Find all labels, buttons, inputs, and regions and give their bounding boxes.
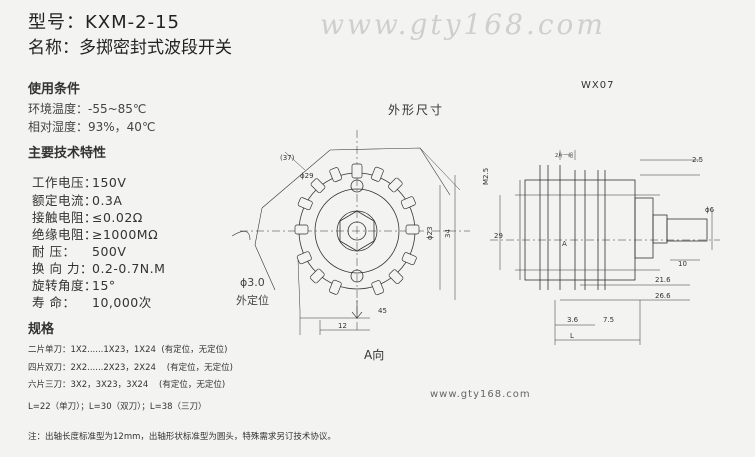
model-code: WX07 <box>581 80 615 91</box>
tech-title: 主要技术特性 <box>28 146 107 161</box>
front-dim-34: 34 <box>444 229 452 238</box>
side-view: 2.5 M2.5 29 A ϕ6 10 21.6 26.6 3.6 7.5 L … <box>482 150 720 345</box>
spec-voltage: 工作电压：150V <box>32 175 127 190</box>
locator-dia: ϕ3.0 <box>240 276 265 289</box>
spec-row-1: 二片单刀：1X2......1X23，1X24 (有定位，无定位) <box>28 345 228 355</box>
side-dim-26-6: 26.6 <box>655 292 671 300</box>
spec-length: L=22（单刀）；L=30（双刀）；L=38（三刀） <box>28 402 207 412</box>
side-dim-7-5: 7.5 <box>603 316 614 324</box>
side-dim-l: L <box>570 332 574 340</box>
spec-contact-resistance: 接触电阻：≤0.02Ω <box>32 210 143 225</box>
conditions-title: 使用条件 <box>28 82 81 97</box>
front-dim-phi23: ϕ23 <box>426 226 434 240</box>
side-dim-21-6: 21.6 <box>655 276 671 284</box>
locator-label: 外定位 <box>236 294 269 307</box>
spec-row-3: 六片三刀：3X2，3X23，3X24 (有定位，无定位) <box>28 380 226 390</box>
spec-withstand: 耐 压：500V <box>32 244 127 259</box>
spec-insulation: 绝缘电阻：≥1000MΩ <box>32 227 159 242</box>
product-name: 名称：多掷密封式波段开关 <box>28 38 232 58</box>
side-dim-2-5: 2.5 <box>692 156 703 164</box>
footer-note: 注：出轴长度标准型为12mm，出轴形状标准型为圆头，特殊需求另订技术协议。 <box>28 432 336 442</box>
front-dim-37: (37) <box>280 154 295 162</box>
side-dim-29: 29 <box>494 232 503 240</box>
contact-lugs <box>294 163 420 296</box>
watermark-bottom: www.gty168.com <box>430 389 531 400</box>
front-view: (37) ϕ29 ϕ23 34 45 12 <box>231 130 470 335</box>
spec-life: 寿 命：10,000次 <box>32 295 152 310</box>
drawing-title: 外形尺寸 <box>388 103 445 117</box>
side-dim-3-6: 3.6 <box>567 316 579 324</box>
front-dim-phi29: ϕ29 <box>300 172 314 180</box>
side-dim-phi6: ϕ6 <box>705 206 715 214</box>
side-dim-group: 2片一组 <box>555 152 573 159</box>
spec-angle: 旋转角度：15° <box>32 278 116 293</box>
spec-row-2: 四片双刀：2X2......2X23，2X24 (有定位，无定位) <box>28 363 233 373</box>
condition-humidity: 相对湿度：93%，40℃ <box>28 120 156 134</box>
condition-temp: 环境温度：-55~85℃ <box>28 102 147 116</box>
spec-torque: 换 向 力：0.2-0.7N.M <box>32 261 166 276</box>
watermark-top: www.gty168.com <box>320 8 606 41</box>
specs-title: 规格 <box>28 322 55 337</box>
side-dim-m2-5: M2.5 <box>482 168 490 185</box>
spec-current: 额定电流：0.3A <box>32 193 123 208</box>
view-label: A向 <box>364 348 385 362</box>
model-title: 型号：KXM-2-15 <box>28 12 181 33</box>
front-dim-45: 45 <box>378 307 387 315</box>
side-dim-10: 10 <box>678 260 687 268</box>
front-dim-12: 12 <box>338 322 347 330</box>
side-dim-a: A <box>562 240 567 248</box>
